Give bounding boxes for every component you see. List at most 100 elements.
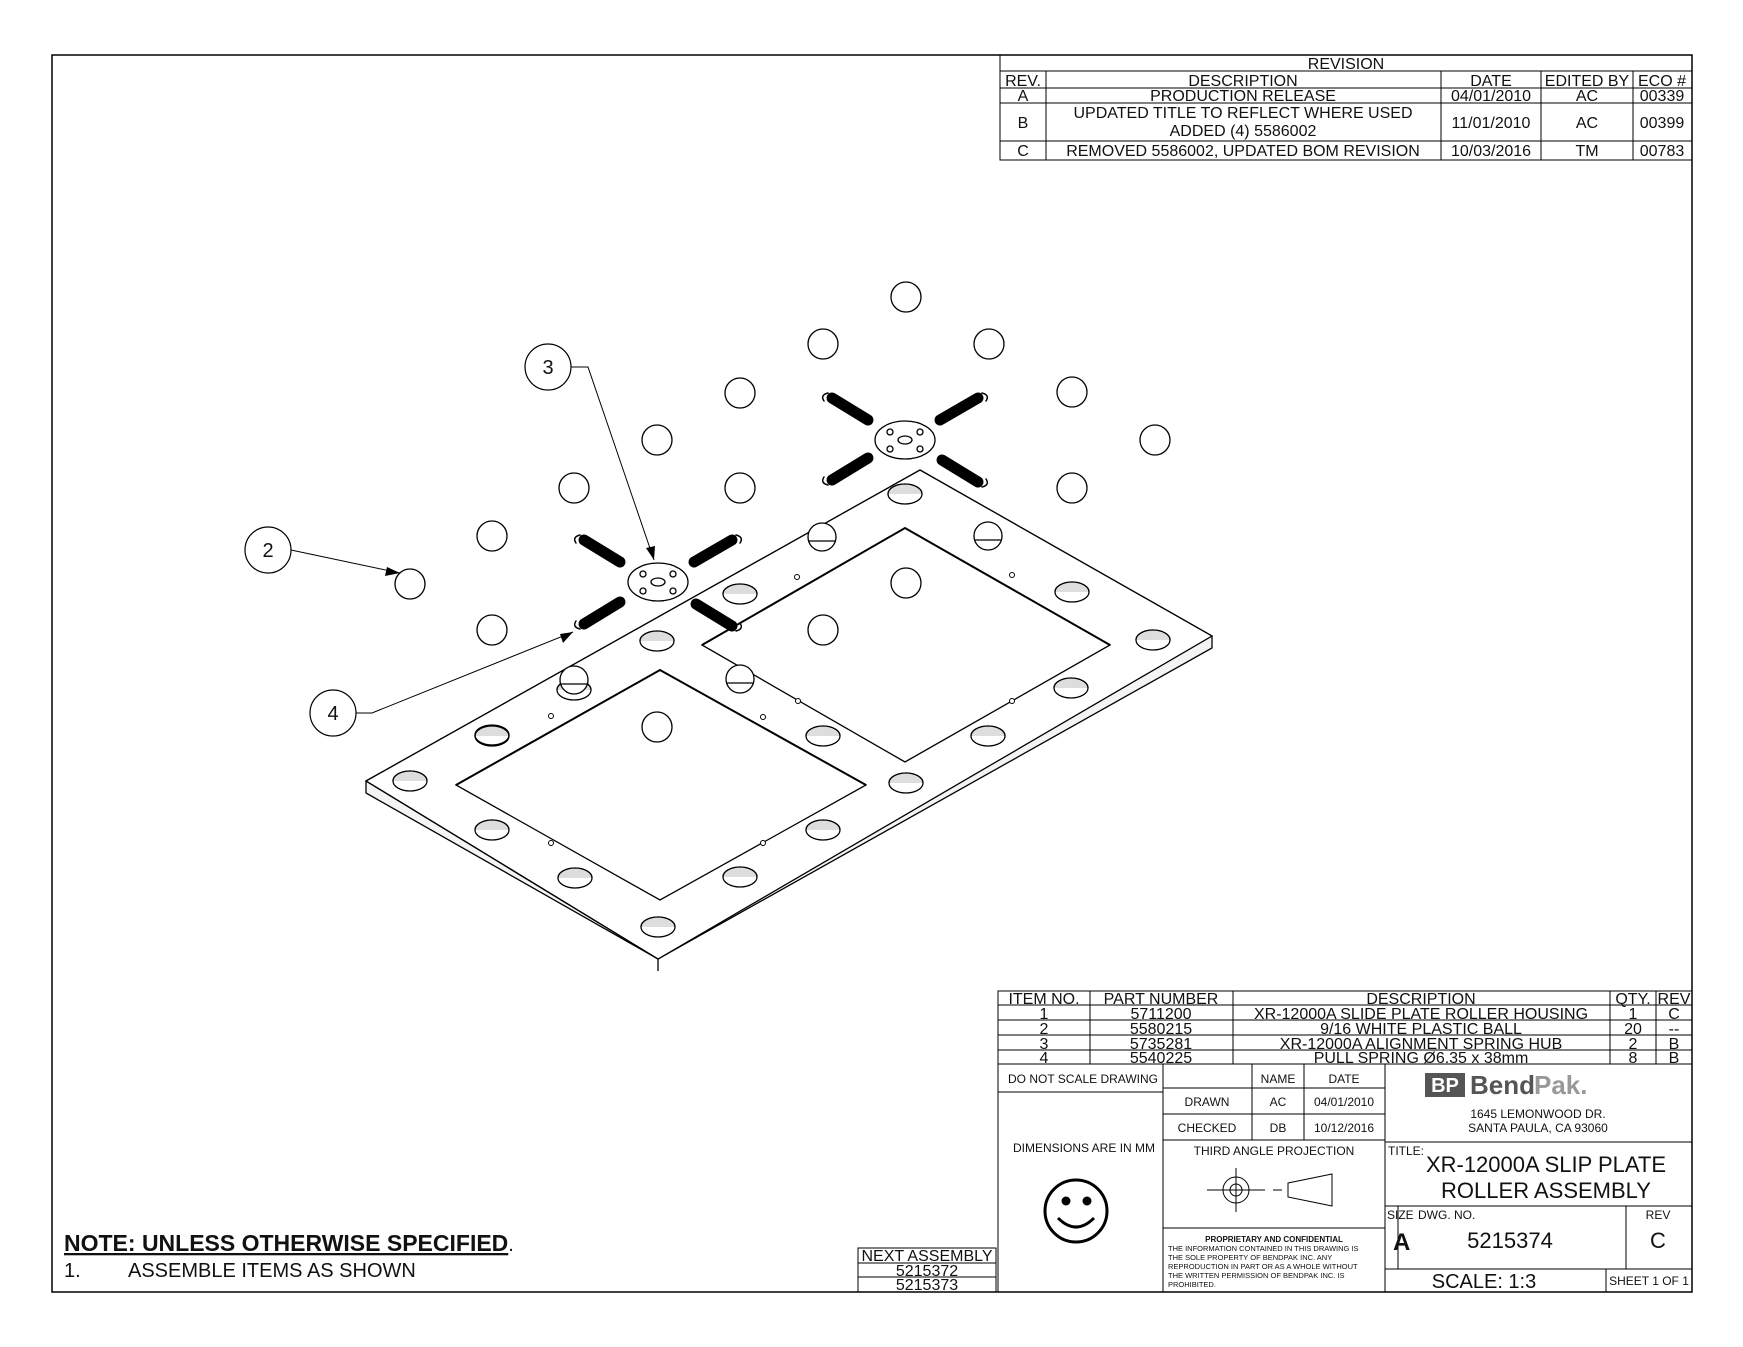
bom-row3-item: 3: [1040, 1036, 1049, 1053]
rev-c-edited-by: TM: [1575, 143, 1598, 160]
proprietary-line-4: THE WRITTEN PERMISSION OF BENDPAK INC. I…: [1168, 1271, 1345, 1280]
spring-hubs: [627, 420, 936, 602]
proprietary-line-3: REPRODUCTION IN PART OR AS A WHOLE WITHO…: [1168, 1262, 1358, 1271]
balloon-4: [309, 631, 574, 737]
balloon-3: [524, 343, 655, 561]
rev-c-eco: 00783: [1640, 143, 1685, 160]
size-label: SIZE: [1387, 1208, 1414, 1222]
rev-a-edited-by: AC: [1576, 88, 1598, 105]
bom-row1-item: 1: [1040, 1006, 1049, 1023]
drawn-date: 04/01/2010: [1314, 1095, 1374, 1109]
checked-name: DB: [1270, 1121, 1287, 1135]
bom-row3-rev: B: [1669, 1036, 1680, 1053]
date-header: DATE: [1328, 1072, 1359, 1086]
bom-row2-qty: 20: [1624, 1021, 1642, 1038]
smiley-icon: [1043, 1178, 1109, 1244]
bom-row4-item: 4: [1040, 1050, 1049, 1067]
do-not-scale-note: DO NOT SCALE DRAWING: [1008, 1072, 1158, 1086]
address-line-1: 1645 LEMONWOOD DR.: [1470, 1107, 1605, 1121]
bom-row2-item: 2: [1040, 1021, 1049, 1038]
logo-word-bend: Bend: [1470, 1070, 1535, 1100]
bom-row1-rev: C: [1668, 1006, 1680, 1023]
notes-heading-suffix: .: [508, 1234, 514, 1256]
rev-edited-by-header: EDITED BY: [1545, 73, 1630, 90]
plastic-balls: [394, 281, 1171, 743]
rev-b-letter: B: [1018, 115, 1029, 132]
rev-b-description-line1: UPDATED TITLE TO REFLECT WHERE USED: [1073, 105, 1412, 122]
rev-c-date: 10/03/2016: [1451, 143, 1531, 160]
bom-table: [997, 990, 1693, 1065]
checked-label: CHECKED: [1178, 1121, 1237, 1135]
rev-a-description: PRODUCTION RELEASE: [1150, 88, 1336, 105]
bom-row4-qty: 8: [1629, 1050, 1638, 1067]
next-assembly-item-2: 5215373: [896, 1277, 958, 1294]
third-angle-projection-icon: [1207, 1168, 1333, 1212]
title-label: TITLE:: [1388, 1144, 1424, 1158]
drawn-name: AC: [1270, 1095, 1287, 1109]
bom-row3-part: 5735281: [1130, 1036, 1192, 1053]
scale: SCALE: 1:3: [1432, 1271, 1537, 1293]
bom-row3-description: XR-12000A ALIGNMENT SPRING HUB: [1280, 1036, 1562, 1053]
next-assembly-label: NEXT ASSEMBLY: [861, 1248, 992, 1265]
rev-a-date: 04/01/2010: [1451, 88, 1531, 105]
bom-row1-description: XR-12000A SLIDE PLATE ROLLER HOUSING: [1254, 1006, 1588, 1023]
bom-row3-qty: 2: [1629, 1036, 1638, 1053]
revision-table: [999, 54, 1693, 161]
rev-b-edited-by: AC: [1576, 115, 1598, 132]
logo-word-pak: Pak.: [1534, 1070, 1588, 1100]
drawn-label: DRAWN: [1185, 1095, 1230, 1109]
proprietary-line-5: PROHIBITED.: [1168, 1280, 1216, 1289]
balloon-2-number: 2: [262, 540, 273, 562]
balloon-2: [244, 526, 401, 576]
rev-c-description: REMOVED 5586002, UPDATED BOM REVISION: [1066, 143, 1420, 160]
bom-part-header: PART NUMBER: [1104, 991, 1219, 1008]
bom-row2-rev: --: [1669, 1021, 1680, 1038]
sheet-count: SHEET 1 OF 1: [1609, 1274, 1689, 1288]
bom-row2-description: 9/16 WHITE PLASTIC BALL: [1320, 1021, 1522, 1038]
next-assembly-item-1: 5215372: [896, 1263, 958, 1280]
checked-date: 10/12/2016: [1314, 1121, 1374, 1135]
projection-label: THIRD ANGLE PROJECTION: [1194, 1144, 1355, 1158]
balloon-3-number: 3: [542, 357, 553, 379]
title-block-grid: [997, 1063, 1693, 1293]
bom-row4-rev: B: [1669, 1050, 1680, 1067]
rev-a-eco: 00339: [1640, 88, 1685, 105]
proprietary-line-2: THE SOLE PROPERTY OF BENDPAK INC. ANY: [1168, 1253, 1332, 1262]
seated-balls: [559, 521, 1003, 695]
rev-date-header: DATE: [1470, 73, 1511, 90]
dimensions-note: DIMENSIONS ARE IN MM: [1013, 1141, 1155, 1155]
note-1-number: 1.: [64, 1260, 81, 1282]
bom-description-header: DESCRIPTION: [1366, 991, 1475, 1008]
bom-qty-header: QTY.: [1615, 991, 1650, 1008]
drawing-rev: C: [1650, 1228, 1666, 1253]
dwg-no-label: DWG. NO.: [1418, 1208, 1475, 1222]
drawing-number: 5215374: [1467, 1228, 1553, 1253]
note-1-text: ASSEMBLE ITEMS AS SHOWN: [128, 1260, 416, 1282]
next-assembly-table: [857, 1247, 997, 1293]
rev-eco-header: ECO #: [1638, 73, 1686, 90]
rev-b-description-line2: ADDED (4) 5586002: [1170, 123, 1317, 140]
bom-row4-description: PULL SPRING Ø6.35 x 38mm: [1314, 1050, 1529, 1067]
logo-mark: BP: [1431, 1075, 1459, 1097]
bendpak-logo: BP Bend Pak.: [1425, 1070, 1588, 1100]
notes-heading-line: NOTE: UNLESS OTHERWISE SPECIFIED.: [64, 1230, 514, 1256]
bom-row2-part: 5580215: [1130, 1021, 1192, 1038]
notes-heading: NOTE: UNLESS OTHERWISE SPECIFIED: [64, 1230, 508, 1256]
address-line-2: SANTA PAULA, CA 93060: [1468, 1121, 1608, 1135]
name-header: NAME: [1261, 1072, 1296, 1086]
balloon-4-number: 4: [327, 703, 338, 725]
rev-c-letter: C: [1017, 143, 1029, 160]
drawing-title-line-2: ROLLER ASSEMBLY: [1441, 1178, 1651, 1203]
rev-header: REV.: [1005, 73, 1041, 90]
bom-rev-header: REV: [1658, 991, 1691, 1008]
rev-a-letter: A: [1018, 88, 1029, 105]
rev-b-date: 11/01/2010: [1452, 115, 1531, 132]
drawing-title-line-1: XR-12000A SLIP PLATE: [1426, 1152, 1666, 1177]
plate-holes: [392, 483, 1171, 938]
slide-plate-roller-housing: [364, 469, 1214, 971]
revision-title: REVISION: [1308, 56, 1384, 73]
sheet-size: A: [1393, 1229, 1410, 1256]
rev-description-header: DESCRIPTION: [1188, 73, 1297, 90]
rev-b-eco: 00399: [1640, 115, 1685, 132]
bom-row1-part: 5711200: [1130, 1006, 1191, 1023]
